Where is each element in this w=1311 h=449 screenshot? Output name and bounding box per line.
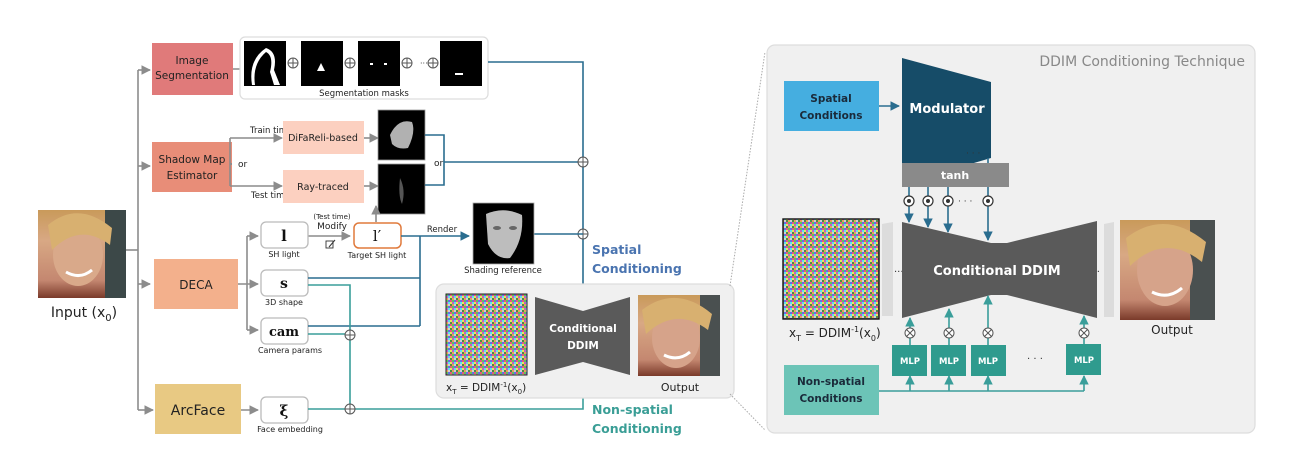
- segmentation-masks-label: Segmentation masks: [319, 89, 409, 99]
- ddim-edge-right: [1104, 222, 1114, 317]
- face-embedding-label: Face embedding: [257, 425, 323, 434]
- face-embedding-symbol: ξ: [280, 402, 289, 420]
- mlp-blocks: [892, 344, 1101, 376]
- deca-label: DECA: [179, 278, 213, 292]
- cam-box: [260, 317, 309, 345]
- raytraced-label: Ray-traced: [297, 182, 349, 193]
- difareli-label: DiFaReli-based: [288, 133, 358, 144]
- tanh-label: tanh: [941, 169, 969, 182]
- edit-icon: [325, 239, 336, 249]
- input-image: [38, 210, 126, 298]
- ddim-ellipsis-left: ...: [894, 264, 904, 275]
- arcface-box: [155, 384, 241, 434]
- shading-reference-image: [472, 202, 535, 265]
- noise-latent-image: [445, 293, 528, 376]
- shadow-map-estimator-box: [152, 142, 232, 192]
- test-time-label: Test time: [250, 191, 290, 201]
- mlp-block: [1066, 344, 1101, 375]
- sh-light-label: SH light: [268, 250, 299, 259]
- deca-connectors: [238, 205, 381, 415]
- segmentation-masks: [244, 41, 482, 86]
- noise-latent-label: xT = DDIM-1(x0): [446, 381, 526, 396]
- ddim-edge-left: [882, 222, 893, 316]
- sh-light-symbol: l: [281, 227, 287, 245]
- shadow-branch-connectors: [229, 133, 379, 191]
- product-ellipsis: · · ·: [958, 197, 972, 207]
- input-label: Input (x0): [51, 305, 117, 324]
- modify-note: (Test time): [313, 213, 351, 221]
- shape-symbol: s: [280, 276, 288, 292]
- detail-noise-label: xT = DDIM-1(x0): [789, 325, 881, 343]
- shadow-or-connectors: [425, 134, 583, 186]
- detail-output-image: [1120, 220, 1215, 320]
- shape-box: [260, 269, 309, 297]
- main-output-image: [638, 295, 720, 376]
- nonspatial-conditions-box: [784, 365, 879, 415]
- mlp-connectors: [879, 295, 1089, 392]
- target-sh-light-label: Target SH light: [347, 251, 407, 260]
- zoom-guide-lines: [729, 51, 766, 431]
- mlp-block: [971, 345, 1006, 376]
- modulator-block: [902, 58, 991, 184]
- cam-symbol: cam: [269, 325, 299, 340]
- spatial-conditions-box: [784, 81, 879, 131]
- render-connectors: [308, 231, 583, 327]
- modify-label: Modify: [317, 222, 347, 232]
- deca-box: [154, 259, 238, 309]
- ddim-technique-title: DDIM Conditioning Technique: [1039, 54, 1245, 70]
- train-time-label: Train time: [249, 126, 292, 136]
- mlp-block: [892, 345, 927, 376]
- tanh-block: [902, 163, 1009, 187]
- mask-ellipsis: ···: [420, 59, 428, 68]
- face-embedding-box: [260, 396, 309, 424]
- spatial-concat-icons: [577, 156, 589, 240]
- mlp-multiply-icons: [904, 327, 1090, 339]
- main-output-label: Output: [661, 381, 700, 394]
- target-sh-light-symbol: l′: [373, 227, 382, 245]
- difareli-box: [283, 121, 364, 154]
- or-label-right: or: [434, 159, 444, 169]
- concat-icons: [287, 57, 439, 69]
- conditional-ddim-label: Conditional DDIM: [933, 264, 1060, 279]
- input-connectors: [126, 65, 154, 415]
- shading-reference-label: Shading reference: [464, 266, 542, 276]
- mlp-label: MLP: [900, 357, 920, 367]
- sh-light-box: [260, 221, 309, 249]
- modulator-ellipsis: · · ·: [966, 149, 980, 159]
- main-ddim-block: [535, 297, 630, 375]
- mlp-ellipsis: · · ·: [1027, 354, 1043, 365]
- modulator-label: Modulator: [909, 102, 985, 117]
- shape-label: 3D shape: [265, 298, 303, 307]
- shadow-maps: [377, 109, 426, 215]
- mlp-label: MLP: [978, 357, 998, 367]
- modulation-product-icons: [903, 187, 994, 241]
- image-segmentation-box: [152, 43, 233, 95]
- detail-noise-image: [782, 218, 880, 320]
- render-label: Render: [427, 225, 458, 235]
- conditional-ddim-block: [902, 221, 1097, 318]
- cam-label: Camera params: [258, 346, 322, 355]
- or-label-left: or: [238, 160, 248, 170]
- mlp-label: MLP: [939, 357, 959, 367]
- nonspatial-concat-icons: [344, 329, 356, 415]
- raytraced-box: [283, 170, 364, 203]
- detail-output-label: Output: [1151, 323, 1193, 337]
- arcface-label: ArcFace: [171, 403, 225, 419]
- mlp-block: [931, 345, 966, 376]
- ddim-technique-panel: [766, 44, 1256, 434]
- mlp-label: MLP: [1074, 356, 1094, 366]
